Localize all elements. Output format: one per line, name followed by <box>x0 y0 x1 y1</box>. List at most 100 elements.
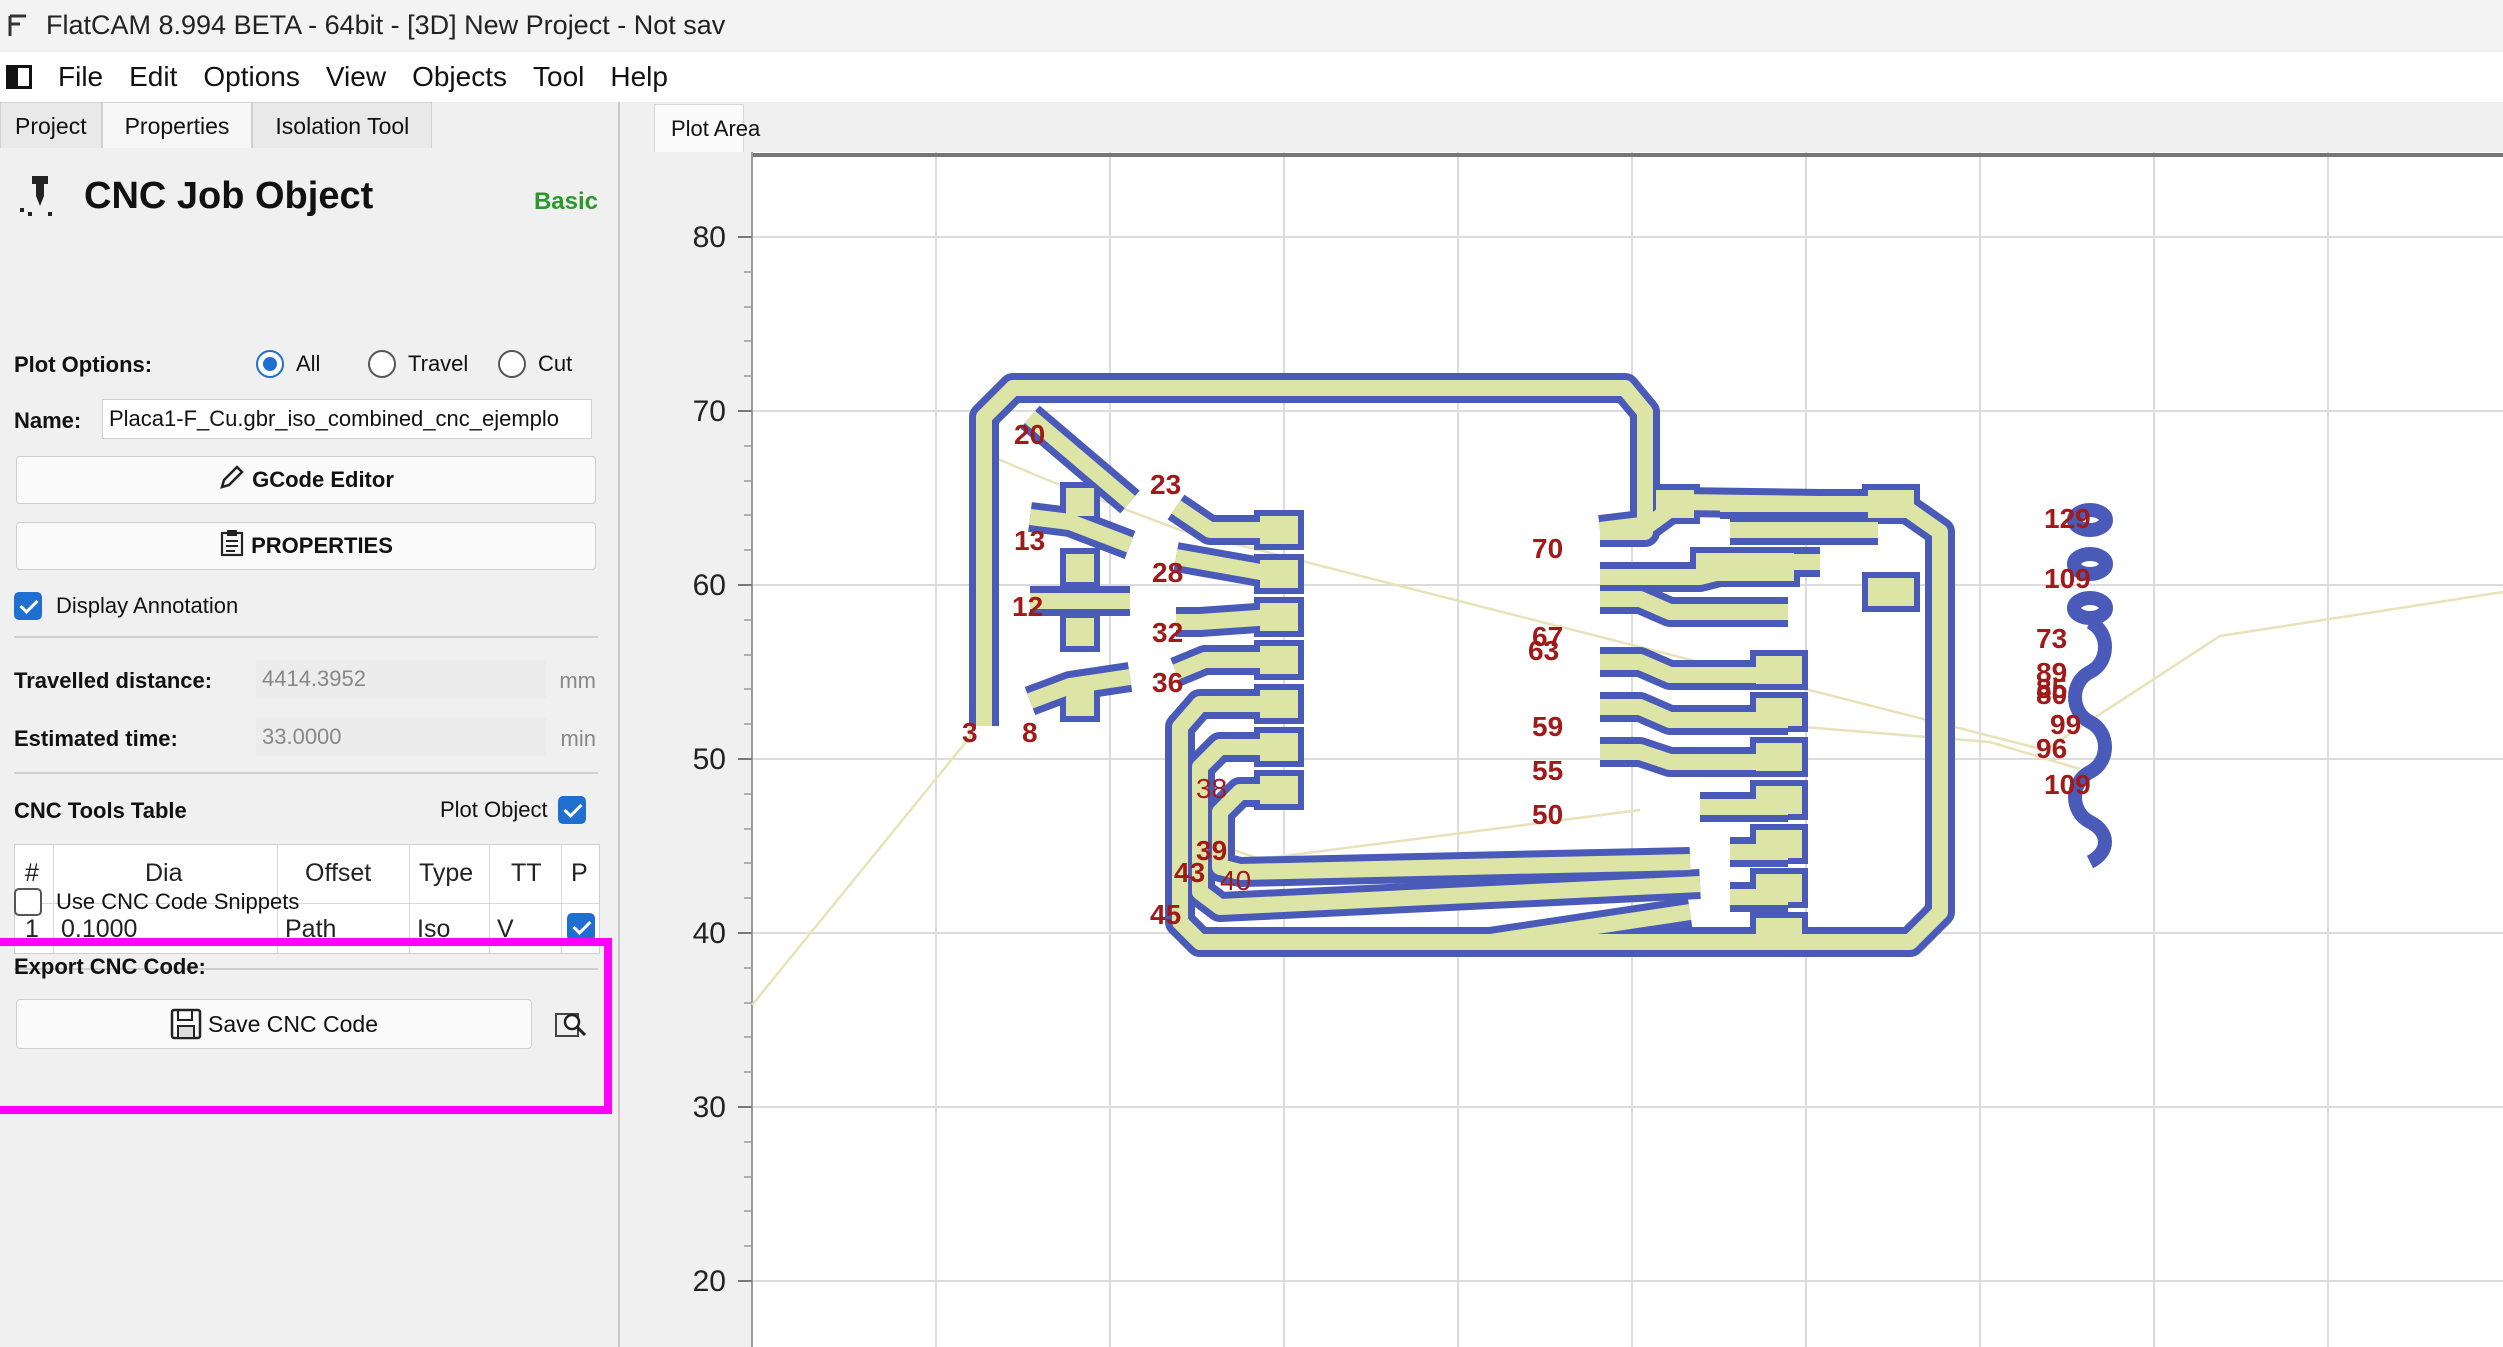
menu-options[interactable]: Options <box>203 61 300 92</box>
path-annotation: 8 <box>1022 717 1038 748</box>
path-annotation: 50 <box>1532 799 1563 830</box>
table-column-divider <box>489 845 490 953</box>
y-axis-minor-ticks <box>744 271 752 1247</box>
name-input[interactable]: Placa1-F_Cu.gbr_iso_combined_cnc_ejemplo <box>102 399 592 439</box>
tab-plot-area[interactable]: Plot Area <box>654 104 760 152</box>
flatcam-app-icon <box>8 12 30 38</box>
separator <box>14 968 598 970</box>
menu-view[interactable]: View <box>325 61 387 92</box>
plot-object-label: Plot Object <box>440 797 548 822</box>
menu-help[interactable]: Help <box>610 61 668 92</box>
y-tick-label: 70 <box>693 395 726 428</box>
display-annotation-toggle[interactable]: Display Annotation <box>14 592 238 620</box>
radio-travel-label: Travel <box>408 351 469 376</box>
path-annotation: 32 <box>1152 617 1183 648</box>
path-annotation: 63 <box>1528 635 1559 666</box>
y-tick-label: 80 <box>693 221 726 254</box>
path-annotation: 20 <box>1014 419 1045 450</box>
radio-travel-indicator[interactable] <box>368 350 396 378</box>
col-header-num: # <box>25 859 39 887</box>
radio-cut-indicator[interactable] <box>498 350 526 378</box>
travelled-distance-unit: mm <box>559 668 596 693</box>
properties-button[interactable]: PROPERTIES <box>16 522 596 570</box>
object-title: CNC Job Object <box>84 174 374 217</box>
save-cnc-code-button[interactable]: Save CNC Code <box>16 999 532 1049</box>
cnc-snippets-toggle[interactable]: Use CNC Code Snippets <box>14 888 299 916</box>
path-annotation: 80 <box>2036 679 2067 710</box>
menu-edit[interactable]: Edit <box>129 61 178 92</box>
estimated-time-label: Estimated time: <box>14 726 178 751</box>
y-tick-label: 50 <box>693 743 726 776</box>
y-tick-label: 40 <box>693 917 726 950</box>
cnc-snippets-label: Use CNC Code Snippets <box>56 889 300 914</box>
path-annotation: 39 <box>1196 835 1227 866</box>
radio-travel[interactable]: Travel <box>368 350 468 378</box>
row-plot-checkbox[interactable] <box>567 913 595 941</box>
path-annotation: 129 <box>2044 503 2091 534</box>
export-cnc-code-label: Export CNC Code: <box>14 954 206 979</box>
plot-object-checkbox[interactable] <box>557 796 586 824</box>
radio-all-indicator[interactable] <box>256 350 284 378</box>
y-axis-major-ticks <box>738 236 752 1282</box>
path-annotation: 96 <box>2036 733 2067 764</box>
table-header-divider <box>15 903 599 904</box>
path-annotation: 55 <box>1532 755 1563 786</box>
travelled-distance-label: Travelled distance: <box>14 668 213 693</box>
properties-label: PROPERTIES <box>251 533 393 558</box>
browse-icon[interactable] <box>548 1000 592 1048</box>
plot-area-canvas[interactable]: 80 70 60 50 40 30 20 <box>640 152 2503 1347</box>
menu-bar: File Edit Options View Objects Tool Help <box>0 52 2503 102</box>
path-annotation: 36 <box>1152 667 1183 698</box>
path-annotation: 85 <box>2036 673 2067 704</box>
cnc-job-icon <box>18 174 62 218</box>
path-annotations: 20 23 13 28 12 32 36 3 8 38 39 43 40 45 … <box>962 419 2091 930</box>
name-label: Name: <box>14 408 82 433</box>
radio-all-label: All <box>296 351 321 376</box>
tab-project[interactable]: Project <box>0 102 102 148</box>
tab-properties[interactable]: Properties <box>101 102 253 148</box>
axis-gutter <box>640 152 752 1347</box>
plot-tab-bar: Plot Area <box>640 102 2503 152</box>
tools-table-title: CNC Tools Table <box>14 798 187 823</box>
separator <box>14 772 598 774</box>
col-header-type: Type <box>419 859 474 887</box>
radio-all[interactable]: All <box>256 350 320 378</box>
export-highlight-box <box>0 938 612 1114</box>
path-annotation: 43 <box>1174 857 1205 888</box>
path-annotation: 3 <box>962 717 978 748</box>
row-num: 1 <box>25 915 39 943</box>
separator <box>14 636 598 638</box>
radio-cut[interactable]: Cut <box>498 350 572 378</box>
gcode-editor-label: GCode Editor <box>252 467 394 492</box>
cnc-snippets-checkbox[interactable] <box>14 888 42 916</box>
gcode-editor-button[interactable]: GCode Editor <box>16 456 596 504</box>
panel-toggle-icon[interactable] <box>6 65 32 89</box>
app-mode-label[interactable]: Basic <box>533 188 598 215</box>
menu-file[interactable]: File <box>58 61 104 92</box>
path-annotation: 109 <box>2044 563 2091 594</box>
cnc-tools-table: # Dia Offset Type TT P 1 0.1000 Path Iso… <box>14 844 600 954</box>
y-tick-label: 60 <box>693 569 726 602</box>
col-header-tt: TT <box>511 859 542 887</box>
estimated-time-value: 33.0000 <box>256 718 546 756</box>
path-annotation: 89 <box>2036 657 2067 688</box>
menu-objects[interactable]: Objects <box>412 61 507 92</box>
display-annotation-checkbox[interactable] <box>14 592 42 620</box>
tab-isolation-tool[interactable]: Isolation Tool <box>252 102 433 148</box>
y-tick-label: 30 <box>693 1091 726 1124</box>
radio-cut-label: Cut <box>538 351 573 376</box>
save-cnc-code-label: Save CNC Code <box>207 1010 379 1037</box>
menu-tool[interactable]: Tool <box>533 61 585 92</box>
y-tick-label: 20 <box>693 1265 726 1298</box>
col-header-offset: Offset <box>305 859 372 887</box>
plot-options-label: Plot Options: <box>14 352 153 377</box>
plot-object-toggle[interactable]: Plot Object <box>440 796 600 824</box>
clipboard-icon <box>219 529 245 563</box>
path-annotation: 59 <box>1532 711 1563 742</box>
plot-svg[interactable]: 80 70 60 50 40 30 20 <box>640 152 2503 1347</box>
row-tt[interactable]: V <box>497 915 514 943</box>
path-annotation: 28 <box>1152 557 1183 588</box>
object-header: CNC Job Object <box>18 174 373 218</box>
floppy-disk-icon <box>170 1008 202 1040</box>
display-annotation-label: Display Annotation <box>56 593 239 618</box>
